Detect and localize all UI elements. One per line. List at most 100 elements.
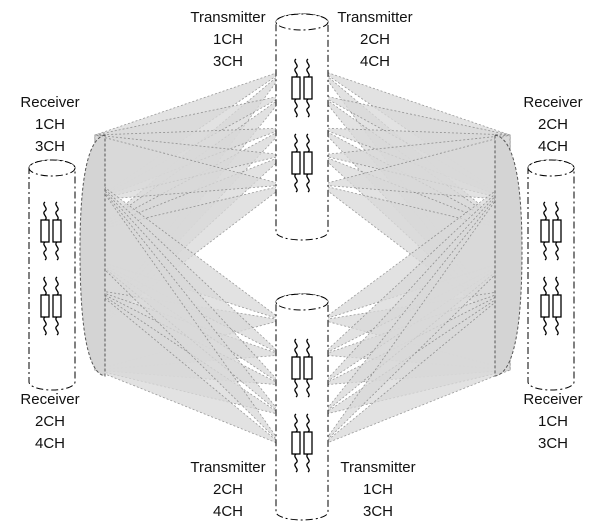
antenna-curl: [306, 453, 310, 473]
label-line: 3CH: [538, 435, 568, 452]
antenna-curl: [306, 58, 310, 78]
tx-top-antenna-lower-a: [291, 133, 301, 193]
label-receiver-right-top: Receiver 2CH 4CH: [523, 94, 582, 155]
tx-top-antenna-lower-b: [303, 133, 313, 193]
antenna-body: [303, 151, 313, 175]
antenna-curl: [294, 58, 298, 78]
label-transmitter-bottom-left: Transmitter 2CH 4CH: [190, 459, 265, 520]
antenna-curl: [55, 241, 59, 261]
tx-bottom-antenna-lower-a: [291, 413, 301, 473]
receiver-mast-left-top: [28, 159, 76, 177]
label-line: 4CH: [35, 435, 65, 452]
antenna-body: [291, 356, 301, 380]
label-line: 4CH: [213, 503, 243, 520]
antenna-body: [552, 219, 562, 243]
antenna-body: [552, 294, 562, 318]
antenna-curl: [555, 316, 559, 336]
transmitter-mast-top-top: [275, 13, 329, 31]
antenna-curl: [555, 201, 559, 221]
antenna-curl: [55, 201, 59, 221]
antenna-body: [540, 294, 550, 318]
label-line: 4CH: [538, 138, 568, 155]
tx-bottom-antenna-upper-b: [303, 338, 313, 398]
antenna-body: [52, 294, 62, 318]
beam: [321, 178, 511, 386]
antenna-curl: [294, 173, 298, 193]
antenna-curl: [294, 338, 298, 358]
antenna-curl: [294, 413, 298, 433]
antenna-curl: [55, 316, 59, 336]
antenna-layer: [40, 58, 562, 473]
rx-left-antenna-lower-a: [40, 276, 50, 336]
beam-layer: [94, 69, 511, 446]
antenna-curl: [543, 241, 547, 261]
antenna-curl: [43, 241, 47, 261]
antenna-curl: [306, 413, 310, 433]
label-line: 3CH: [35, 138, 65, 155]
rx-right-antenna-upper-b: [552, 201, 562, 261]
rx-left-antenna-upper-b: [52, 201, 62, 261]
receiver-mast-right-top: [527, 159, 575, 177]
beam: [94, 289, 283, 446]
label-line: Receiver: [20, 94, 79, 111]
tx-top-antenna-upper-b: [303, 58, 313, 118]
label-line: Transmitter: [337, 9, 412, 26]
label-line: Receiver: [523, 391, 582, 408]
antenna-curl: [543, 201, 547, 221]
antenna-curl: [306, 133, 310, 153]
rx-left-antenna-lower-b: [52, 276, 62, 336]
antenna-curl: [555, 276, 559, 296]
rx-right-antenna-upper-a: [540, 201, 550, 261]
antenna-curl: [555, 241, 559, 261]
tx-top-antenna-upper-a: [291, 58, 301, 118]
label-receiver-left-top: Receiver 1CH 3CH: [20, 94, 79, 155]
tx-bottom-antenna-upper-a: [291, 338, 301, 398]
label-receiver-left-bottom: Receiver 2CH 4CH: [20, 391, 79, 452]
antenna-body: [303, 431, 313, 455]
rx-right-antenna-lower-a: [540, 276, 550, 336]
label-line: 1CH: [35, 116, 65, 133]
antenna-body: [540, 219, 550, 243]
receiver-mast-right: [527, 159, 575, 391]
receiver-lens-left: [79, 134, 106, 377]
transmitter-mast-bottom: [275, 293, 329, 521]
rx-right-antenna-lower-b: [552, 276, 562, 336]
label-transmitter-top-right: Transmitter 2CH 4CH: [337, 9, 412, 70]
antenna-curl: [543, 276, 547, 296]
antenna-curl: [294, 133, 298, 153]
transmitter-mast-top: [275, 13, 329, 241]
label-line: 1CH: [538, 413, 568, 430]
label-line: 1CH: [363, 481, 393, 498]
label-transmitter-bottom-right: Transmitter 1CH 3CH: [340, 459, 415, 520]
antenna-curl: [55, 276, 59, 296]
label-line: 2CH: [360, 31, 390, 48]
antenna-curl: [294, 378, 298, 398]
label-line: Receiver: [20, 391, 79, 408]
antenna-curl: [294, 453, 298, 473]
antenna-body: [303, 76, 313, 100]
receiver-mast-left: [28, 159, 76, 391]
label-line: Receiver: [523, 94, 582, 111]
label-line: Transmitter: [190, 9, 265, 26]
beam: [321, 289, 511, 446]
antenna-curl: [306, 378, 310, 398]
antenna-body: [52, 219, 62, 243]
antenna-curl: [306, 338, 310, 358]
antenna-curl: [43, 316, 47, 336]
antenna-body: [40, 219, 50, 243]
cylinder-layer: [28, 13, 575, 521]
antenna-curl: [306, 98, 310, 118]
label-line: 2CH: [35, 413, 65, 430]
label-line: 4CH: [360, 53, 390, 70]
label-line: 3CH: [363, 503, 393, 520]
antenna-body: [291, 431, 301, 455]
label-line: 3CH: [213, 53, 243, 70]
receiver-lens-right: [494, 134, 523, 377]
antenna-curl: [306, 173, 310, 193]
antenna-curl: [543, 316, 547, 336]
antenna-body: [291, 151, 301, 175]
label-line: Transmitter: [190, 459, 265, 476]
label-receiver-right-bottom: Receiver 1CH 3CH: [523, 391, 582, 452]
rx-left-antenna-upper-a: [40, 201, 50, 261]
transmitter-mast-bottom-top: [275, 293, 329, 311]
